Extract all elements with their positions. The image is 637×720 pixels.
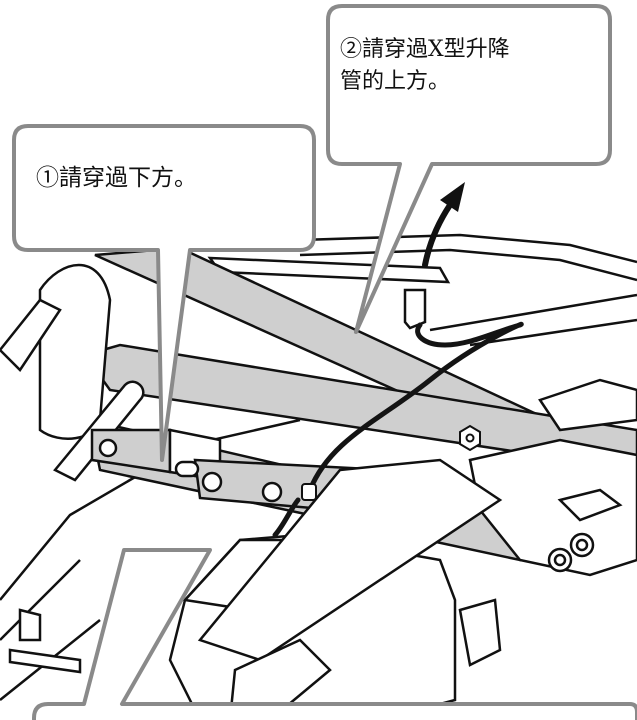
right-motor-housing — [468, 378, 637, 577]
callout-2-text: ②請穿過X型升降 管的上方。 — [340, 34, 510, 98]
callout-2-line-2: 管的上方。 — [340, 69, 451, 94]
left-tubular-frame — [0, 263, 145, 482]
bottom-left-rail — [8, 608, 82, 674]
callout-1-box — [12, 124, 316, 462]
nut-icon — [459, 424, 481, 452]
callout-1-text: ①請穿過下方。 — [36, 165, 197, 191]
cable — [272, 321, 524, 538]
motor-body — [168, 458, 503, 720]
callout-3-box — [32, 548, 637, 720]
callout-2-line-1: ②請穿過X型升降 — [340, 37, 510, 62]
arrow-up-icon — [422, 182, 465, 268]
callout-2-box — [326, 4, 612, 334]
